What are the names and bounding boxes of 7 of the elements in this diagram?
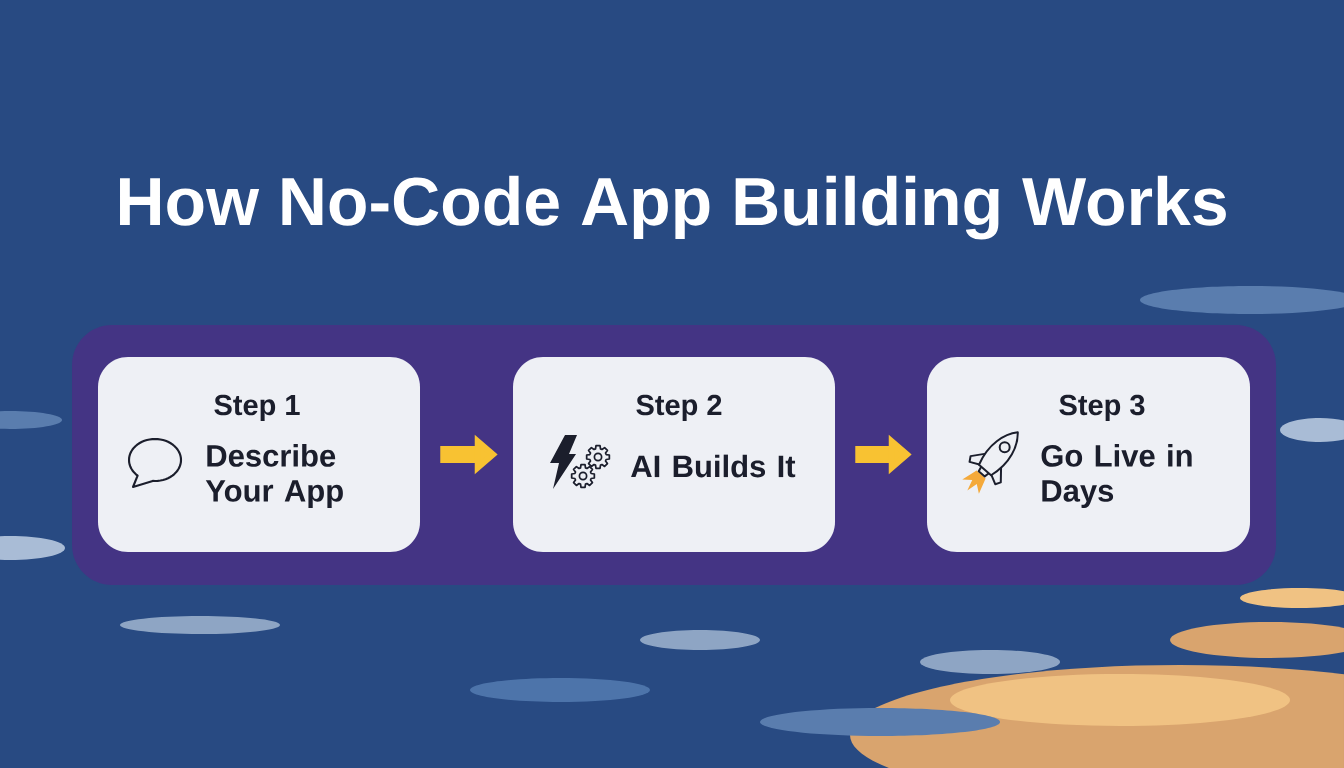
step-description: Go Live in Days: [1041, 444, 1192, 508]
step-description: AI Builds It: [631, 454, 796, 478]
step-label: Step 1: [214, 394, 300, 422]
step-label: Step 2: [636, 394, 722, 422]
step-description: Describe Your App: [205, 444, 343, 508]
title: How No-Code App Building Works: [120, 175, 1226, 240]
step-label: Step 3: [1059, 394, 1145, 422]
